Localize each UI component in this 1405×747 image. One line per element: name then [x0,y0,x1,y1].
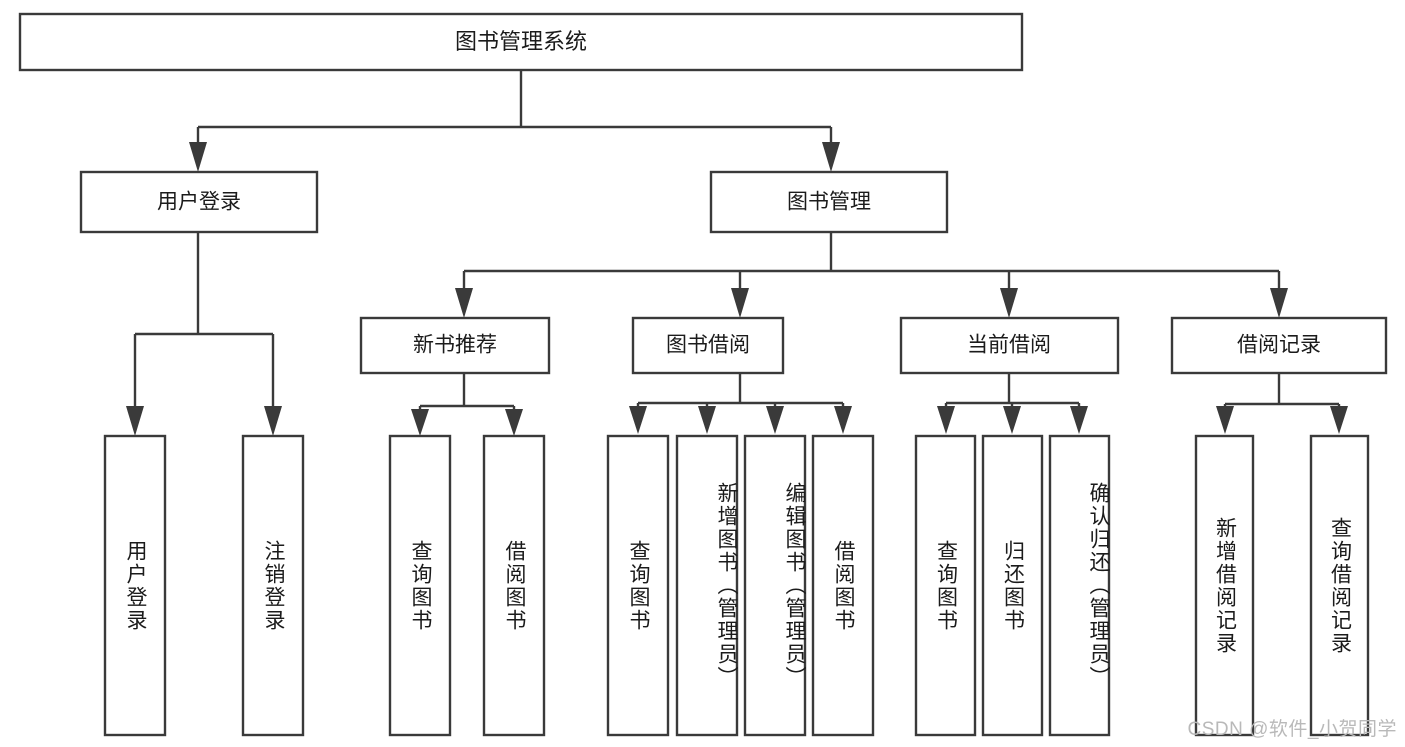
node-book-borrow[interactable]: 图书借阅 [631,316,785,375]
node-box-leaf-query-book-2[interactable] [606,434,670,737]
node-current-borrow[interactable]: 当前借阅 [899,316,1120,375]
node-box-book-management[interactable] [709,170,949,234]
arrow-head-bookmgmt [822,142,840,172]
connector-group-borrow-record [1216,373,1348,434]
arrow-head-leaf-user-login [126,406,144,436]
arrow-head-leaf-query-book-3 [937,406,955,434]
connector-group-bookmgmt [455,232,1288,318]
node-box-user-login[interactable] [79,170,319,234]
connector-group-new-book-recommend [411,373,523,436]
node-label-title: 图书管理系统 [455,29,587,54]
node-box-leaf-return-book[interactable] [981,434,1044,737]
arrow-head-leaf-query-book-1 [411,409,429,436]
node-label-book-borrow: 图书借阅 [666,334,750,357]
node-box-leaf-query-book-1[interactable] [388,434,452,737]
node-box-title[interactable] [18,12,1024,72]
connector-group-root [189,70,840,172]
arrow-head-book-borrow [731,288,749,318]
node-box-leaf-user-login[interactable] [103,434,167,737]
node-box-leaf-borrow-book-2[interactable] [811,434,875,737]
node-label-borrow-record: 借阅记录 [1237,334,1321,357]
connector-group-current-borrow [937,373,1088,434]
node-box-new-book-recommend[interactable] [359,316,551,375]
arrow-head-leaf-query-record [1330,406,1348,434]
node-box-leaf-query-record[interactable] [1309,434,1370,737]
node-box-leaf-borrow-book-1[interactable] [482,434,546,737]
node-box-leaf-logout-login[interactable] [241,434,305,737]
node-user-login[interactable]: 用户登录 [79,170,319,234]
arrow-head-leaf-borrow-book-1 [505,409,523,436]
node-label-new-book-recommend: 新书推荐 [413,334,497,357]
node-book-management[interactable]: 图书管理 [709,170,949,234]
node-box-book-borrow[interactable] [631,316,785,375]
node-label-user-login: 用户登录 [157,191,241,214]
node-box-borrow-record[interactable] [1170,316,1388,375]
node-box-leaf-add-record[interactable] [1194,434,1255,737]
arrow-head-leaf-add-book [698,406,716,434]
node-label-current-borrow: 当前借阅 [967,334,1051,357]
arrow-head-leaf-return-book [1003,406,1021,434]
arrow-head-leaf-confirm-return [1070,406,1088,434]
node-box-leaf-edit-book[interactable] [743,434,807,737]
arrow-head-leaf-borrow-book-2 [834,406,852,434]
arrow-head-userlogin [189,142,207,172]
csdn-watermark: CSDN @软件_小贺同学 [1187,719,1397,740]
arrow-head-leaf-query-book-2 [629,406,647,434]
arrow-head-new-book-recommend [455,288,473,318]
node-label-book-management: 图书管理 [787,191,871,214]
connector-group-userlogin [126,232,282,436]
node-new-book-recommend[interactable]: 新书推荐 [359,316,551,375]
node-box-leaf-query-book-3[interactable] [914,434,977,737]
node-box-leaf-confirm-return[interactable] [1048,434,1111,737]
arrow-head-borrow-record [1270,288,1288,318]
arrow-head-leaf-edit-book [766,406,784,434]
node-box-leaf-add-book[interactable] [675,434,739,737]
node-book-management-system[interactable]: 图书管理系统 [18,12,1024,72]
arrow-head-current-borrow [1000,288,1018,318]
arrow-head-leaf-add-record [1216,406,1234,434]
arrow-head-leaf-logout-login [264,406,282,436]
node-box-current-borrow[interactable] [899,316,1120,375]
connector-group-book-borrow [629,373,852,434]
node-borrow-record[interactable]: 借阅记录 [1170,316,1388,375]
